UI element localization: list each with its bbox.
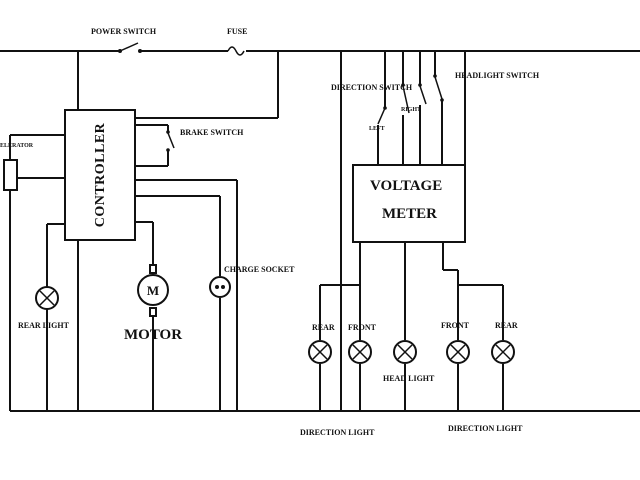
fuse-label: FUSE xyxy=(227,27,247,36)
motor-label: MOTOR xyxy=(124,327,182,343)
controller-box xyxy=(64,109,136,241)
head-light-lamp xyxy=(393,340,417,364)
headlight-switch-label: HEADLIGHT SWITCH xyxy=(455,71,540,80)
power-switch-symbol xyxy=(118,42,142,53)
head-light-label: HEAD LIGHT xyxy=(383,374,435,383)
motor-circle xyxy=(137,274,169,306)
direction-light-left-label: DIRECTION LIGHT xyxy=(300,428,375,437)
meter-label: METER xyxy=(382,206,437,222)
direction-switch-left-label: LEFT xyxy=(369,126,385,132)
rear-right-direction-lamp xyxy=(491,340,515,364)
front-left-direction-lamp xyxy=(348,340,372,364)
rear-left-direction-lamp xyxy=(308,340,332,364)
front-right-label: FRONT xyxy=(441,321,470,330)
direction-switch-label: DIRECTION SWITCH xyxy=(331,83,413,92)
direction-switch-symbol xyxy=(377,83,427,125)
brake-switch-symbol xyxy=(166,130,175,152)
rear-right-label: REAR xyxy=(495,321,518,330)
fuse-symbol xyxy=(227,46,245,56)
front-left-label: FRONT xyxy=(348,323,377,332)
rear-light-lamp xyxy=(35,286,59,310)
power-switch-label: POWER SWITCH xyxy=(91,27,157,36)
accelerator-label: ELERATOR xyxy=(0,143,34,149)
rear-left-label: REAR xyxy=(312,323,335,332)
charge-socket-label: CHARGE SOCKET xyxy=(224,265,295,274)
motor-brush-top xyxy=(149,264,157,274)
controller-label: CONTROLLER xyxy=(93,122,108,227)
motor-brush-bottom xyxy=(149,307,157,317)
brake-switch-label: BRAKE SWITCH xyxy=(180,128,244,137)
direction-switch-right-label: RIGHT xyxy=(401,107,421,113)
accelerator-resistor xyxy=(3,159,18,191)
motor-symbol: M xyxy=(147,283,159,298)
charge-socket-symbol xyxy=(209,276,231,298)
voltage-meter-box xyxy=(352,164,466,243)
voltage-label: VOLTAGE xyxy=(370,178,442,194)
front-right-direction-lamp xyxy=(446,340,470,364)
direction-light-right-label: DIRECTION LIGHT xyxy=(448,424,523,433)
wires xyxy=(0,50,640,412)
headlight-switch-symbol xyxy=(433,74,444,102)
rear-light-label: REAR LIGHT xyxy=(18,321,70,330)
